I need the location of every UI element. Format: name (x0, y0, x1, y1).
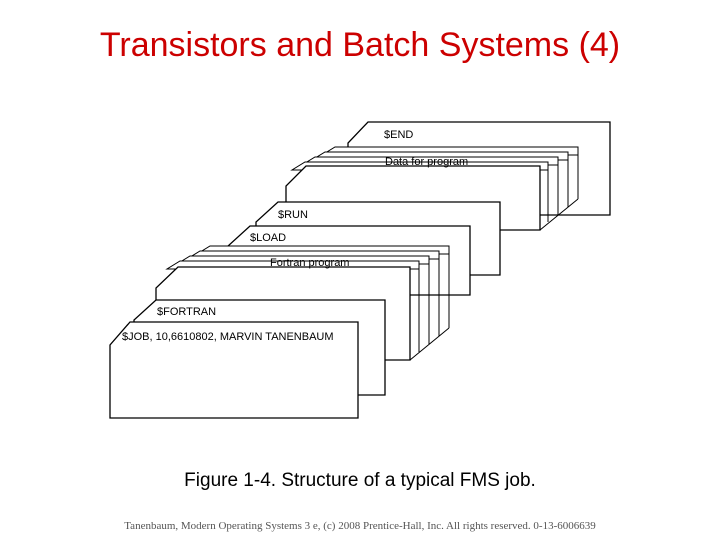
copyright-footer: Tanenbaum, Modern Operating Systems 3 e,… (124, 520, 596, 532)
card-data-bundle: Data for program (285, 146, 579, 231)
card-label-fortran-program: Fortran program (270, 257, 349, 269)
figure-caption: Figure 1-4. Structure of a typical FMS j… (184, 470, 536, 491)
card-label-data-for-program: Data for program (385, 156, 468, 168)
card-label-end: $END (384, 129, 413, 141)
card-label-fortran: $FORTRAN (157, 306, 216, 318)
card-label-load: $LOAD (250, 232, 286, 244)
card-label-run: $RUN (278, 209, 308, 221)
card-label-job: $JOB, 10,6610802, MARVIN TANENBAUM (122, 331, 334, 343)
card-job: $JOB, 10,6610802, MARVIN TANENBAUM (109, 321, 359, 419)
slide-title: Transistors and Batch Systems (4) (99, 26, 621, 64)
